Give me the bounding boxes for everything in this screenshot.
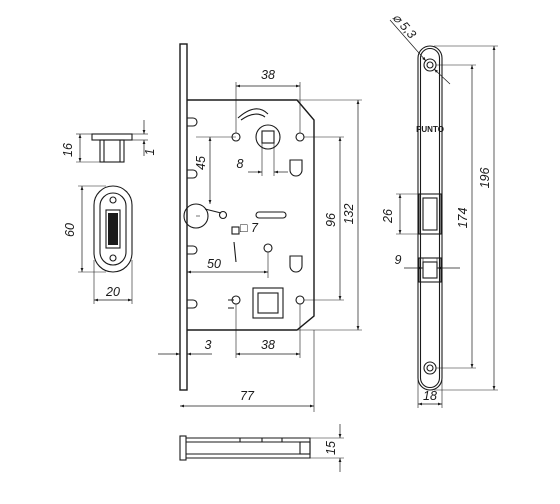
latch-gear xyxy=(183,203,209,229)
dim-faceplate-width: 18 xyxy=(423,389,437,403)
dim-case-depth: 77 xyxy=(240,389,255,403)
lower-square-bolt xyxy=(252,287,284,319)
dim-cylinder-square: □ 7 xyxy=(240,221,259,235)
dim-keeper-width: 20 xyxy=(105,285,120,299)
spindle-square-hole xyxy=(261,130,275,144)
centre-slot xyxy=(255,211,287,219)
dim-case-offset: 3 xyxy=(205,338,212,352)
dim-latch-offset: 9 xyxy=(395,253,402,267)
keeper-front-view: 60 20 xyxy=(63,185,133,304)
case-screw-hole xyxy=(295,295,305,305)
dim-keeper-edge: 1 xyxy=(143,149,157,156)
faceplate-bottom-hole xyxy=(423,361,437,375)
lock-bottom-view: 15 xyxy=(179,424,344,472)
spring-clip xyxy=(289,159,303,177)
punto-logo: PUNTO xyxy=(416,125,444,134)
dim-faceplate-holes: 174 xyxy=(456,208,470,229)
dim-keeper-height: 60 xyxy=(63,223,77,237)
keeper-slot xyxy=(105,209,121,249)
lock-body-dimensions: 38 45 8 96 132 □ 7 50 3 xyxy=(158,68,362,412)
dim-strike-width: 38 xyxy=(261,338,275,352)
lock-faceplate-edge xyxy=(179,43,188,391)
dim-bolt-thickness: 15 xyxy=(324,441,338,455)
dim-spindle-height: 45 xyxy=(194,156,208,170)
dim-backset: 50 xyxy=(207,257,221,271)
keeper-side-view: 16 1 xyxy=(61,120,157,163)
dim-case-height: 132 xyxy=(342,204,356,225)
dim-keeper-depth: 16 xyxy=(61,143,75,157)
keeper-plate xyxy=(93,185,133,273)
lock-case-outline xyxy=(187,99,315,331)
dim-faceplate-height: 196 xyxy=(478,168,492,189)
cylinder-square-mark xyxy=(231,226,240,235)
spring-clip xyxy=(289,255,303,273)
case-screw-hole xyxy=(295,132,305,142)
faceplate-tabs xyxy=(187,117,198,309)
faceplate-outline xyxy=(417,45,443,391)
latch-window xyxy=(418,193,442,235)
dim-backset-top: 38 xyxy=(261,68,275,82)
lock-body-view xyxy=(179,43,315,391)
dim-latch-height: 26 xyxy=(381,209,395,224)
bolt-window xyxy=(418,257,442,283)
dim-spindle-square: 8 xyxy=(237,157,244,171)
dim-lock-height: 96 xyxy=(324,213,338,227)
faceplate-view: PUNTO ⌀ 5,3 174 196 26 9 1 xyxy=(381,11,498,408)
cylinder-hole xyxy=(263,243,273,253)
hub-lever xyxy=(237,108,269,119)
spindle-hub xyxy=(255,124,281,150)
